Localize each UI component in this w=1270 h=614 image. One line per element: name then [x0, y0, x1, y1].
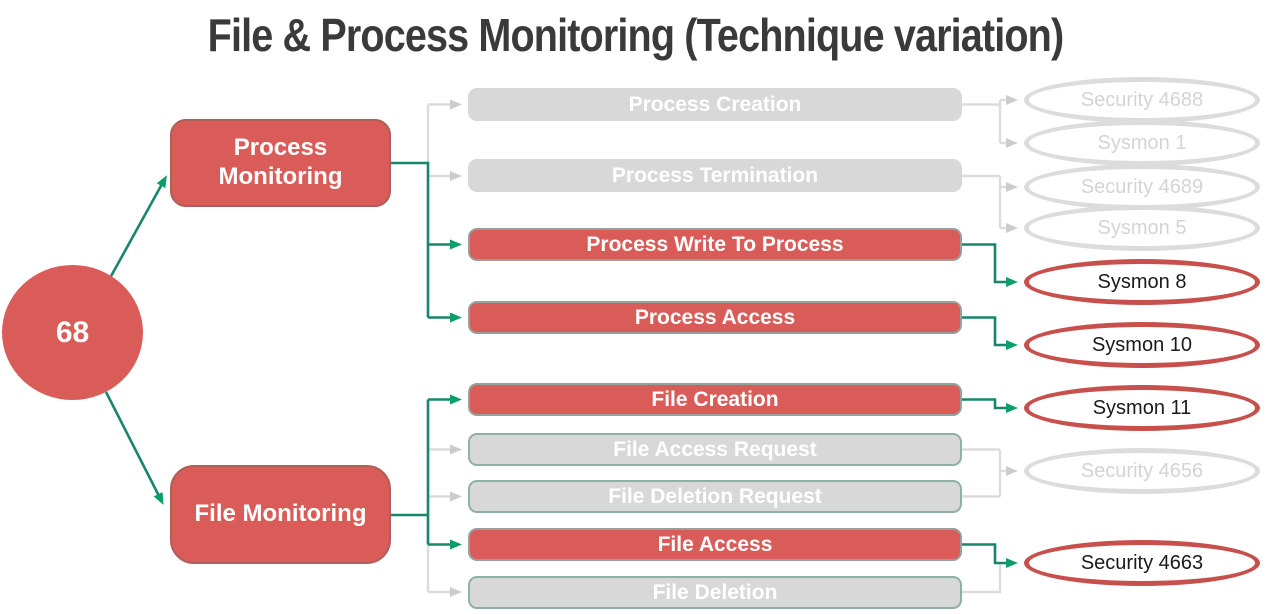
node-security-4663-label: Security 4663: [1080, 551, 1204, 574]
edge-file-creation-to-sysmon-11: [962, 398, 1018, 413]
node-process-termination: Process Termination: [468, 159, 962, 192]
node-process-creation-label: Process Creation: [628, 92, 802, 116]
edge-process-write-to-process-to-sysmon-8: [962, 243, 1018, 287]
edge-68-to-file-monitoring: [104, 391, 164, 505]
node-security-4688: Security 4688: [1024, 77, 1260, 123]
node-security-4689: Security 4689: [1024, 164, 1260, 210]
node-process-monitoring-label: Process Monitoring: [218, 134, 343, 190]
node-sysmon-11: Sysmon 11: [1024, 385, 1260, 431]
node-file-monitoring: File Monitoring: [170, 465, 391, 564]
node-process-access: Process Access: [468, 301, 962, 334]
edge-process-termination-split: [962, 174, 1002, 228]
node-sysmon-5: Sysmon 5: [1024, 205, 1260, 251]
node-process-monitoring: Process Monitoring: [170, 119, 391, 207]
edge-trunk-file-active: [391, 399, 430, 545]
node-security-4689-label: Security 4689: [1080, 175, 1204, 198]
node-security-4663: Security 4663: [1024, 540, 1260, 586]
slide-title: File & Process Monitoring (Technique var…: [0, 8, 1270, 62]
edge-file-access-to-security-4663: [962, 543, 1018, 568]
edge-process-creation-split: [962, 100, 1002, 143]
edge-68-to-process-monitoring: [108, 175, 167, 279]
root-node-count: 68: [2, 265, 143, 400]
node-sysmon-10: Sysmon 10: [1024, 322, 1260, 368]
node-sysmon-1-label: Sysmon 1: [1097, 131, 1187, 154]
node-sysmon-8: Sysmon 8: [1024, 259, 1260, 305]
node-file-deletion-request-label: File Deletion Request: [608, 484, 822, 508]
node-file-deletion-request: File Deletion Request: [468, 480, 962, 513]
edge-trunk-process-active: [391, 161, 430, 318]
node-file-deletion: File Deletion: [468, 576, 962, 609]
node-file-deletion-label: File Deletion: [652, 580, 778, 604]
node-security-4656-label: Security 4656: [1080, 459, 1204, 482]
edge-process-access-to-sysmon-10: [962, 316, 1018, 350]
node-sysmon-1: Sysmon 1: [1024, 120, 1260, 166]
node-process-termination-label: Process Termination: [611, 163, 819, 187]
node-process-access-label: Process Access: [634, 305, 796, 329]
node-security-4656: Security 4656: [1024, 448, 1260, 494]
edge-file-deletion-to-security-4663: [962, 564, 1002, 594]
node-process-write-to-process: Process Write To Process: [468, 228, 962, 261]
node-file-monitoring-label: File Monitoring: [194, 500, 367, 528]
node-security-4688-label: Security 4688: [1080, 88, 1204, 111]
node-sysmon-5-label: Sysmon 5: [1097, 216, 1187, 239]
node-sysmon-10-label: Sysmon 10: [1091, 333, 1193, 356]
node-sysmon-8-label: Sysmon 8: [1097, 270, 1187, 293]
node-file-creation-label: File Creation: [651, 387, 779, 411]
node-sysmon-11-label: Sysmon 11: [1092, 396, 1192, 419]
root-node-label: 68: [55, 315, 90, 349]
node-file-access-label: File Access: [657, 532, 773, 556]
slide-title-text: File & Process Monitoring (Technique var…: [207, 9, 1064, 61]
node-file-access: File Access: [468, 528, 962, 561]
node-file-access-request-label: File Access Request: [613, 437, 817, 461]
node-file-access-request: File Access Request: [468, 433, 962, 466]
node-file-creation: File Creation: [468, 383, 962, 416]
edge-file-requests-merge: [962, 448, 1002, 498]
node-process-creation: Process Creation: [468, 88, 962, 121]
node-process-write-to-process-label: Process Write To Process: [586, 232, 844, 256]
